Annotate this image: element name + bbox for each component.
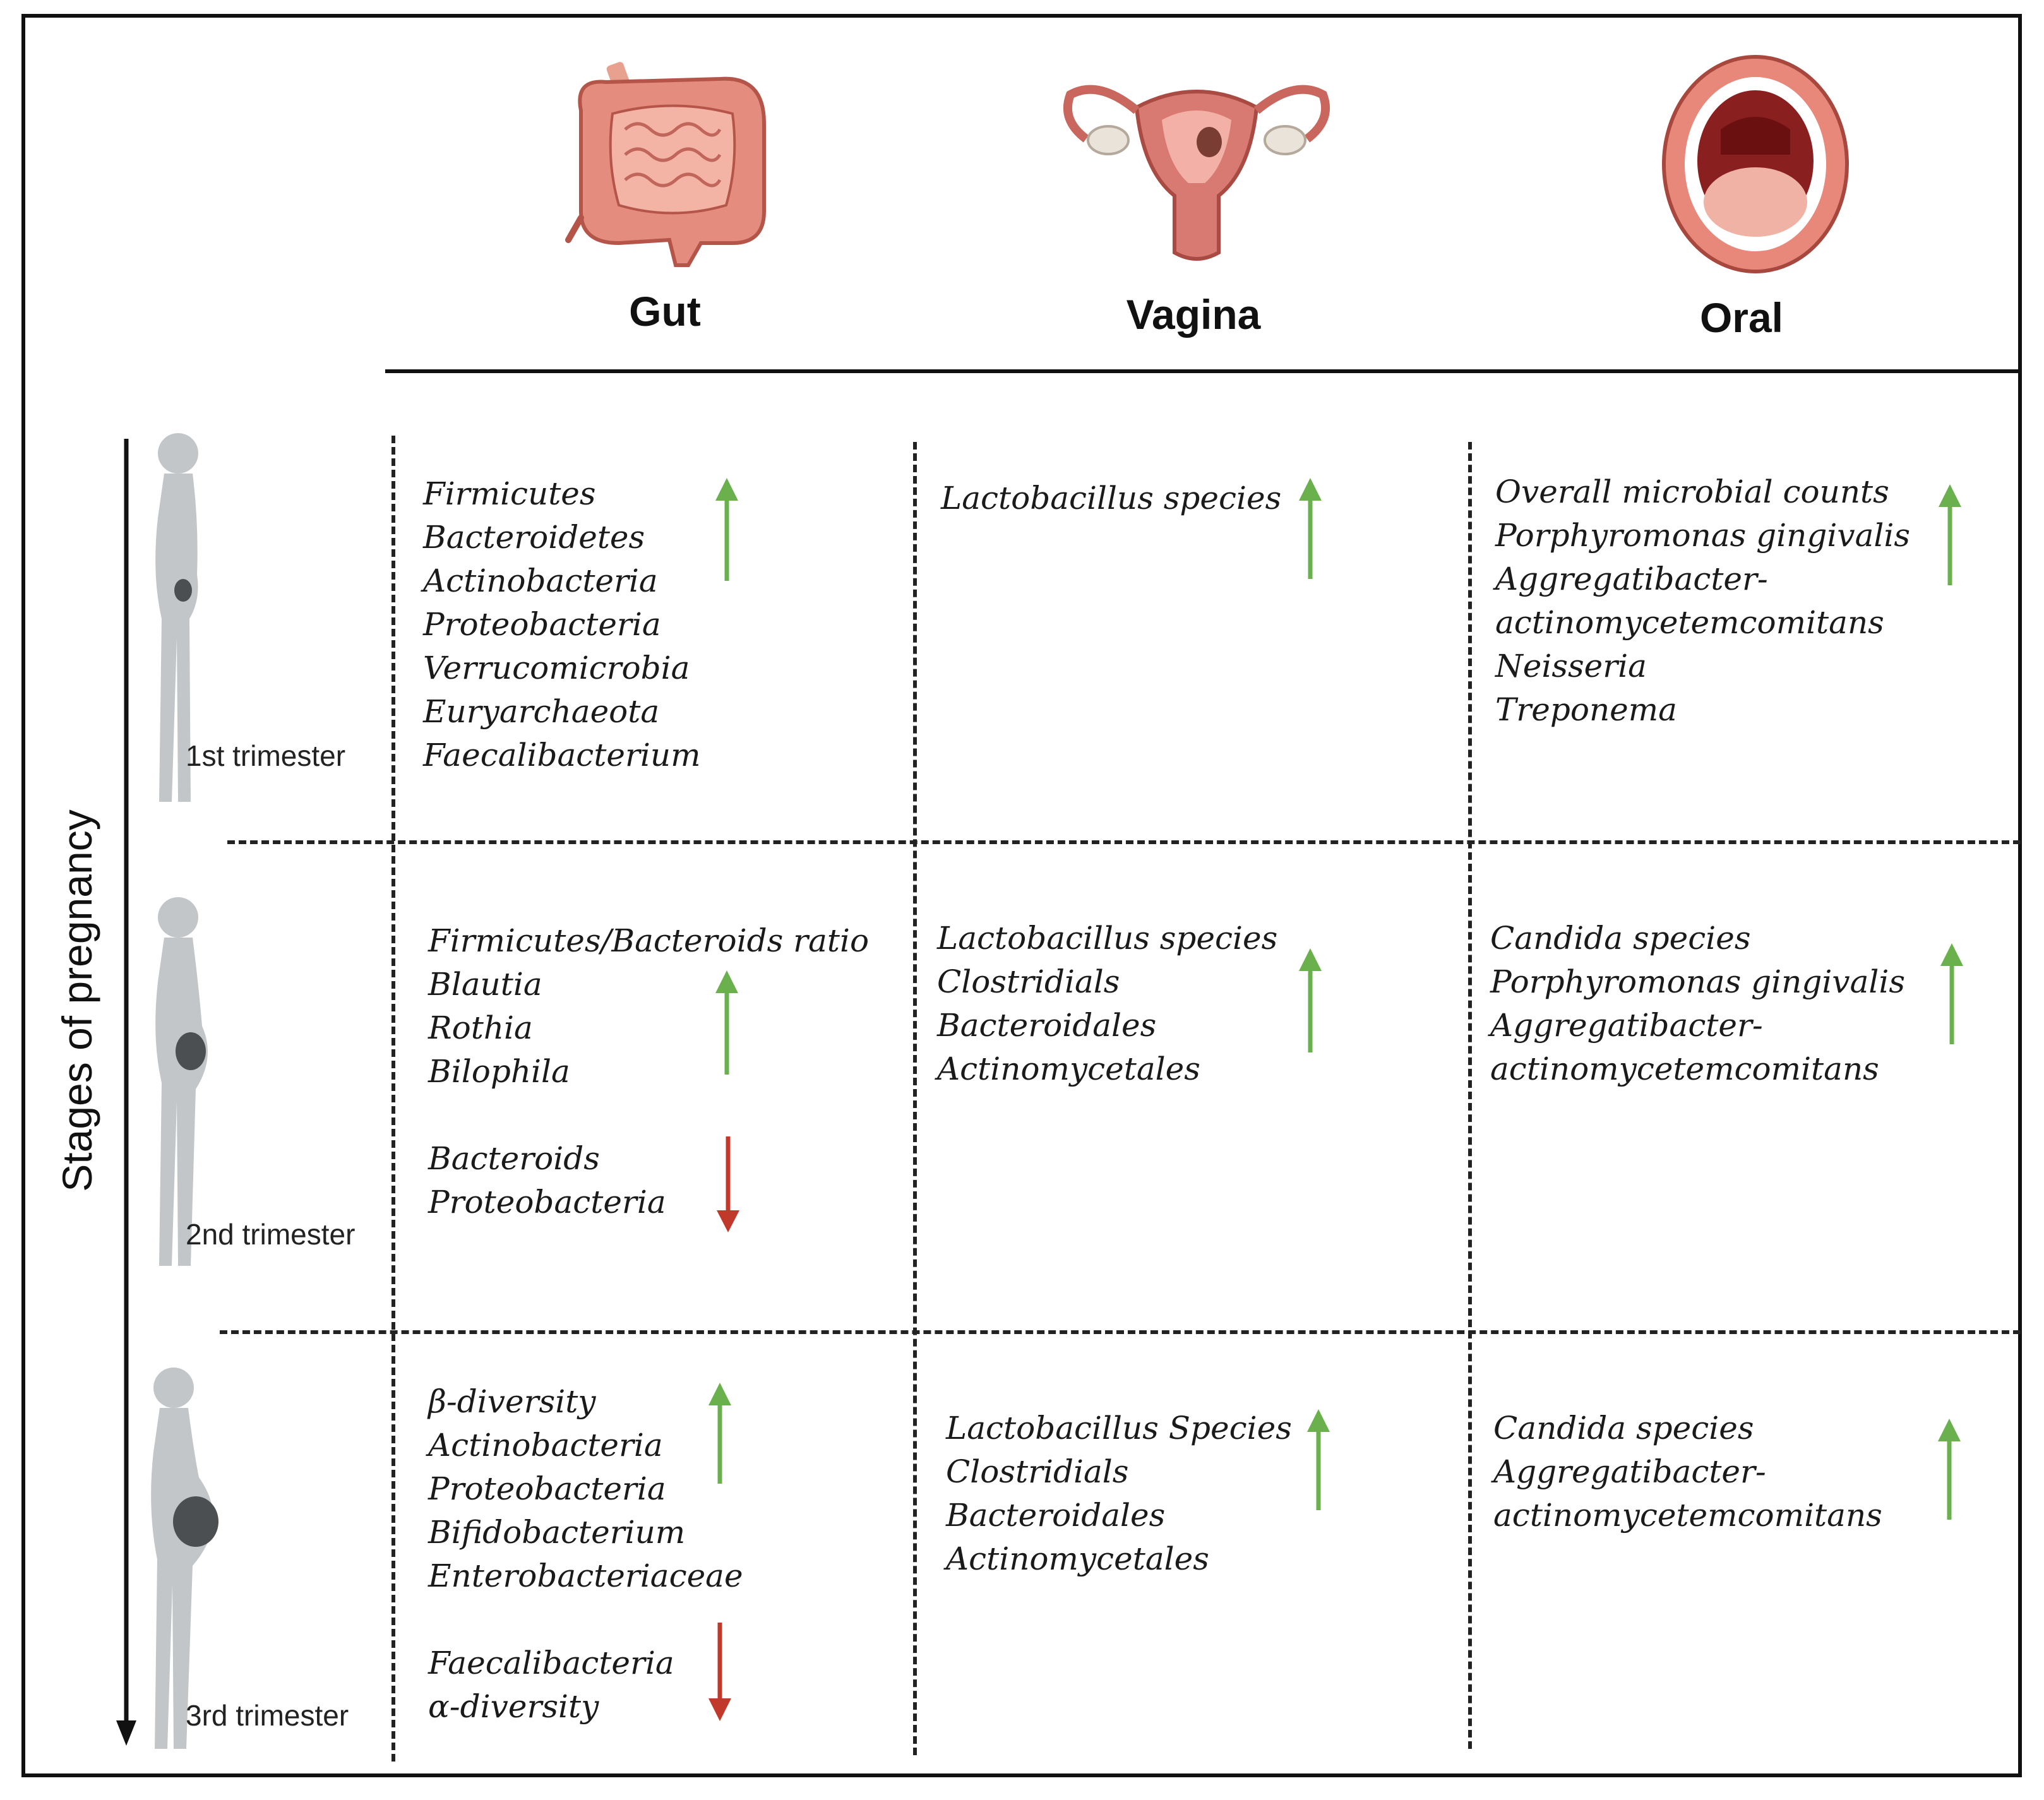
taxon-name: Bacteroids [428, 1140, 600, 1177]
intestine-icon [565, 62, 766, 267]
column-title-oral: Oral [1699, 294, 1784, 341]
column-title-gut: Gut [629, 288, 701, 335]
taxon-name: Bacteroidales [937, 1007, 1157, 1044]
taxon-name: Actinobacteria [423, 563, 658, 599]
taxon-name: Euryarchaeota [423, 693, 660, 730]
axis-title: Stages of pregnancy [54, 809, 100, 1192]
grid-line-horizontal-1 [227, 840, 2021, 844]
taxon-name: Aggregatibacter- [1493, 1453, 1766, 1490]
header-divider [385, 369, 2022, 373]
decrease-arrow [708, 1623, 731, 1721]
increase-arrow [708, 1383, 731, 1484]
trimester-label-1: 1st trimester [186, 739, 346, 772]
taxon-name: Lactobacillus species [937, 920, 1278, 957]
taxon-name: Aggregatibacter- [1495, 561, 1768, 597]
taxon-name: Proteobacteria [428, 1470, 666, 1507]
grid-line-vertical-2 [913, 442, 917, 1755]
taxon-name: actinomycetemcomitans [1493, 1497, 1882, 1534]
taxon-name: Porphyromonas gingivalis [1495, 517, 1911, 554]
taxon-name: Treponema [1495, 691, 1677, 728]
trimester-label-3: 3rd trimester [186, 1699, 349, 1732]
taxon-name: Rothia [428, 1010, 533, 1046]
taxon-name: Candida species [1493, 1410, 1754, 1446]
taxon-name: Aggregatibacter- [1490, 1007, 1763, 1044]
outer-frame [21, 14, 2022, 1777]
taxon-name: Actinomycetales [946, 1541, 1209, 1577]
taxon-name: Proteobacteria [428, 1184, 666, 1220]
taxon-name: Firmicutes [423, 475, 596, 512]
grid-line-vertical-3 [1468, 442, 1472, 1749]
taxon-name: Overall microbial counts [1495, 474, 1889, 510]
taxon-name: Bacteroidetes [423, 519, 645, 556]
taxon-name: Bacteroidales [946, 1497, 1166, 1534]
taxon-name: Actinomycetales [937, 1051, 1200, 1087]
taxon-name: Bifidobacterium [428, 1514, 686, 1551]
column-title-vagina: Vagina [1126, 291, 1261, 338]
taxon-name: Actinobacteria [428, 1427, 663, 1463]
taxon-name: β-diversity [428, 1383, 596, 1420]
taxon-name: Porphyromonas gingivalis [1490, 963, 1906, 1000]
open-mouth-icon [1662, 55, 1849, 273]
taxon-name: Candida species [1490, 920, 1751, 957]
taxon-name: Neisseria [1495, 648, 1647, 684]
grid-line-vertical-1 [391, 436, 395, 1761]
decrease-arrow [717, 1136, 739, 1232]
pregnant-woman-silhouette [151, 1368, 218, 1749]
taxa-list-t3-gut-down: Faecalibacteria α-diversity [428, 1642, 674, 1729]
uterus-icon [1063, 85, 1330, 261]
taxon-name: Verrucomicrobia [423, 650, 690, 686]
taxon-name: Faecalibacteria [428, 1645, 674, 1681]
taxon-name: Blautia [428, 966, 542, 1003]
increase-arrow [1938, 1419, 1961, 1520]
taxon-name: Lactobacillus species [941, 480, 1282, 516]
taxon-name: Clostridials [937, 963, 1120, 1000]
increase-arrow [1940, 943, 1963, 1044]
taxon-name: Faecalibacterium [423, 737, 701, 773]
taxon-name: Proteobacteria [423, 606, 661, 643]
taxon-name: α-diversity [428, 1688, 599, 1725]
increase-arrow [715, 478, 738, 581]
taxon-name: actinomycetemcomitans [1495, 604, 1884, 641]
taxon-name: Enterobacteriaceae [428, 1558, 743, 1594]
increase-arrow [1939, 484, 1961, 585]
increase-arrow [1299, 948, 1322, 1052]
taxon-name: actinomycetemcomitans [1490, 1051, 1879, 1087]
taxon-name: Bilophila [428, 1053, 570, 1090]
taxon-name: Clostridials [946, 1453, 1129, 1490]
timeline-arrow [116, 439, 136, 1746]
pregnant-woman-silhouette [155, 433, 198, 802]
increase-arrow [715, 970, 738, 1075]
taxon-name: Lactobacillus Species [946, 1410, 1292, 1446]
increase-arrow [1299, 478, 1322, 579]
pregnant-woman-silhouette [155, 897, 208, 1266]
trimester-label-2: 2nd trimester [186, 1218, 356, 1251]
taxa-list-t1-vagina: Lactobacillus species [941, 477, 1281, 520]
grid-line-horizontal-2 [220, 1330, 2021, 1334]
taxon-name: Firmicutes/Bacteroids ratio [428, 922, 870, 959]
increase-arrow [1307, 1409, 1330, 1510]
